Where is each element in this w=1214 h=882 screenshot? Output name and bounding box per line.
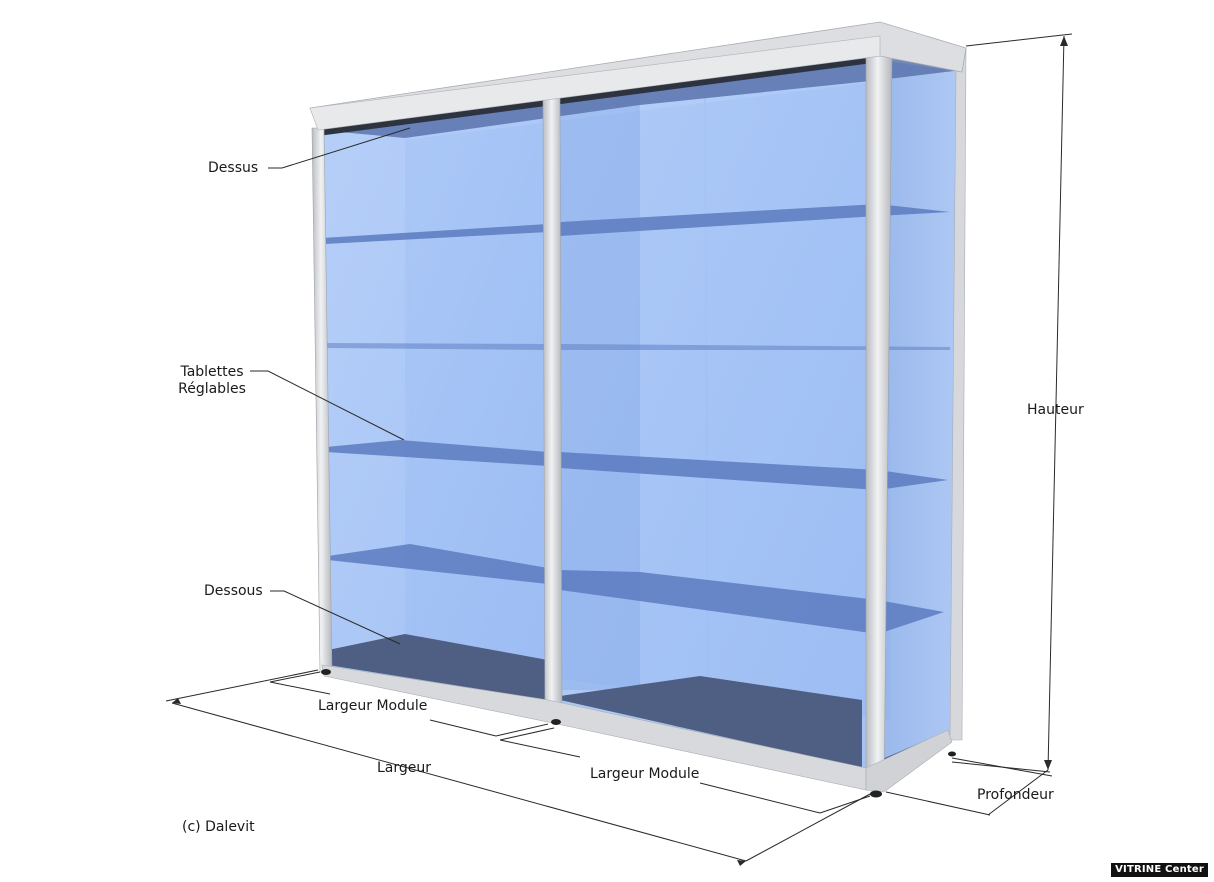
top-panel	[318, 57, 962, 138]
dimension-lines	[165, 33, 1073, 862]
label-shelves-line1: Tablettes	[180, 364, 244, 380]
label-bottom-panel: Dessous	[204, 583, 263, 599]
label-module-width-2: Largeur Module	[590, 766, 700, 782]
bottom-panel	[328, 634, 548, 700]
label-shelves-line2: Réglables	[178, 381, 246, 397]
label-module-width-1: Largeur Module	[318, 698, 428, 714]
front-glass-left	[318, 100, 548, 700]
label-adjustable-shelves: Tablettes Réglables	[172, 364, 252, 398]
adjustable-shelves	[322, 204, 950, 634]
label-depth: Profondeur	[977, 787, 1054, 803]
dimension-arrowheads	[172, 36, 1068, 866]
label-height: Hauteur	[1027, 402, 1084, 418]
copyright-text: (c) Dalevit	[182, 819, 255, 835]
label-top-panel: Dessus	[208, 160, 259, 176]
center-post	[542, 97, 563, 721]
label-width: Largeur	[377, 760, 432, 776]
side-glass-panel	[880, 60, 962, 790]
callout-lines	[250, 127, 411, 645]
watermark-logo: VITRINE Center	[1111, 863, 1208, 877]
